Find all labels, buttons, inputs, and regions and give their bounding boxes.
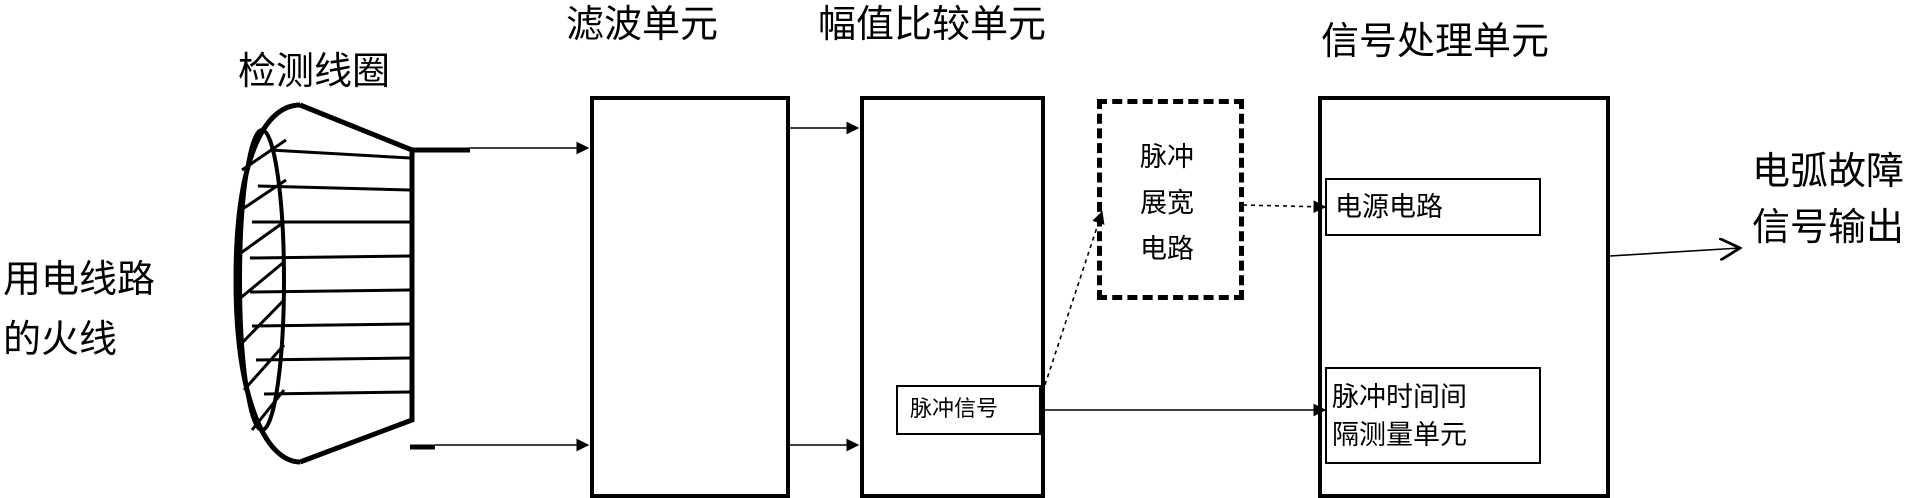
pulse-interval-label-2: 隔测量单元 [1332, 420, 1467, 451]
output-label-line1: 电弧故障 [1752, 149, 1905, 193]
connectors [435, 121, 1740, 452]
arrow-output [1609, 248, 1740, 256]
filter-unit-box [590, 96, 790, 498]
pulse-interval-label-1: 脉冲时间间 [1332, 382, 1467, 413]
power-circuit-box [1325, 178, 1541, 236]
signal-processing-title: 信号处理单元 [1321, 19, 1550, 63]
arrow-expand-power [1242, 200, 1327, 214]
pulse-expand-box [1097, 99, 1244, 300]
detection-coil [233, 102, 470, 465]
pulse-expand-label-3: 电路 [1140, 234, 1194, 265]
coil-title: 检测线圈 [238, 49, 391, 93]
pulse-expand-label-2: 展宽 [1140, 188, 1194, 219]
pulse-signal-box [896, 385, 1041, 435]
filter-unit-title: 滤波单元 [566, 2, 719, 46]
arrow-pulse-expand [1039, 210, 1105, 401]
input-label-line2: 的火线 [3, 317, 118, 361]
amplitude-compare-box [860, 96, 1045, 498]
pulse-interval-box [1325, 367, 1541, 464]
output-label-line2: 信号输出 [1752, 205, 1905, 249]
pulse-signal-label: 脉冲信号 [910, 397, 999, 422]
power-circuit-label: 电源电路 [1335, 192, 1443, 223]
pulse-expand-label-1: 脉冲 [1140, 142, 1194, 173]
input-label-line1: 用电线路 [3, 257, 156, 301]
amplitude-compare-title: 幅值比较单元 [818, 2, 1047, 46]
